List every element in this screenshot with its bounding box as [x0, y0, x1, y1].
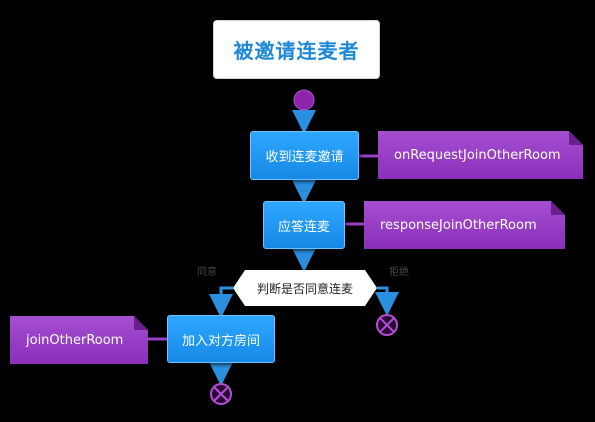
diagram-title: 被邀请连麦者 [213, 20, 380, 79]
action-receive-invite: 收到连麦邀请 [250, 131, 359, 180]
note-on-request-join-other-room: onRequestJoinOtherRoom [378, 131, 583, 179]
guard-agree: 同意 [197, 267, 217, 278]
end-node-reject [376, 314, 398, 336]
action-join-other-room: 加入对方房间 [167, 315, 275, 363]
arrow-decision-to-join [209, 286, 233, 318]
start-node [293, 89, 315, 111]
action-respond: 应答连麦 [263, 201, 345, 249]
guard-reject: 拒绝 [389, 267, 409, 278]
end-node-join [210, 383, 232, 405]
decision-agree-or-not: 判断是否同意连麦 [233, 270, 377, 306]
note-join-other-room: joinOtherRoom [10, 316, 148, 364]
arrow-decision-to-reject [375, 286, 399, 316]
note-response-join-other-room: responseJoinOtherRoom [364, 201, 565, 249]
